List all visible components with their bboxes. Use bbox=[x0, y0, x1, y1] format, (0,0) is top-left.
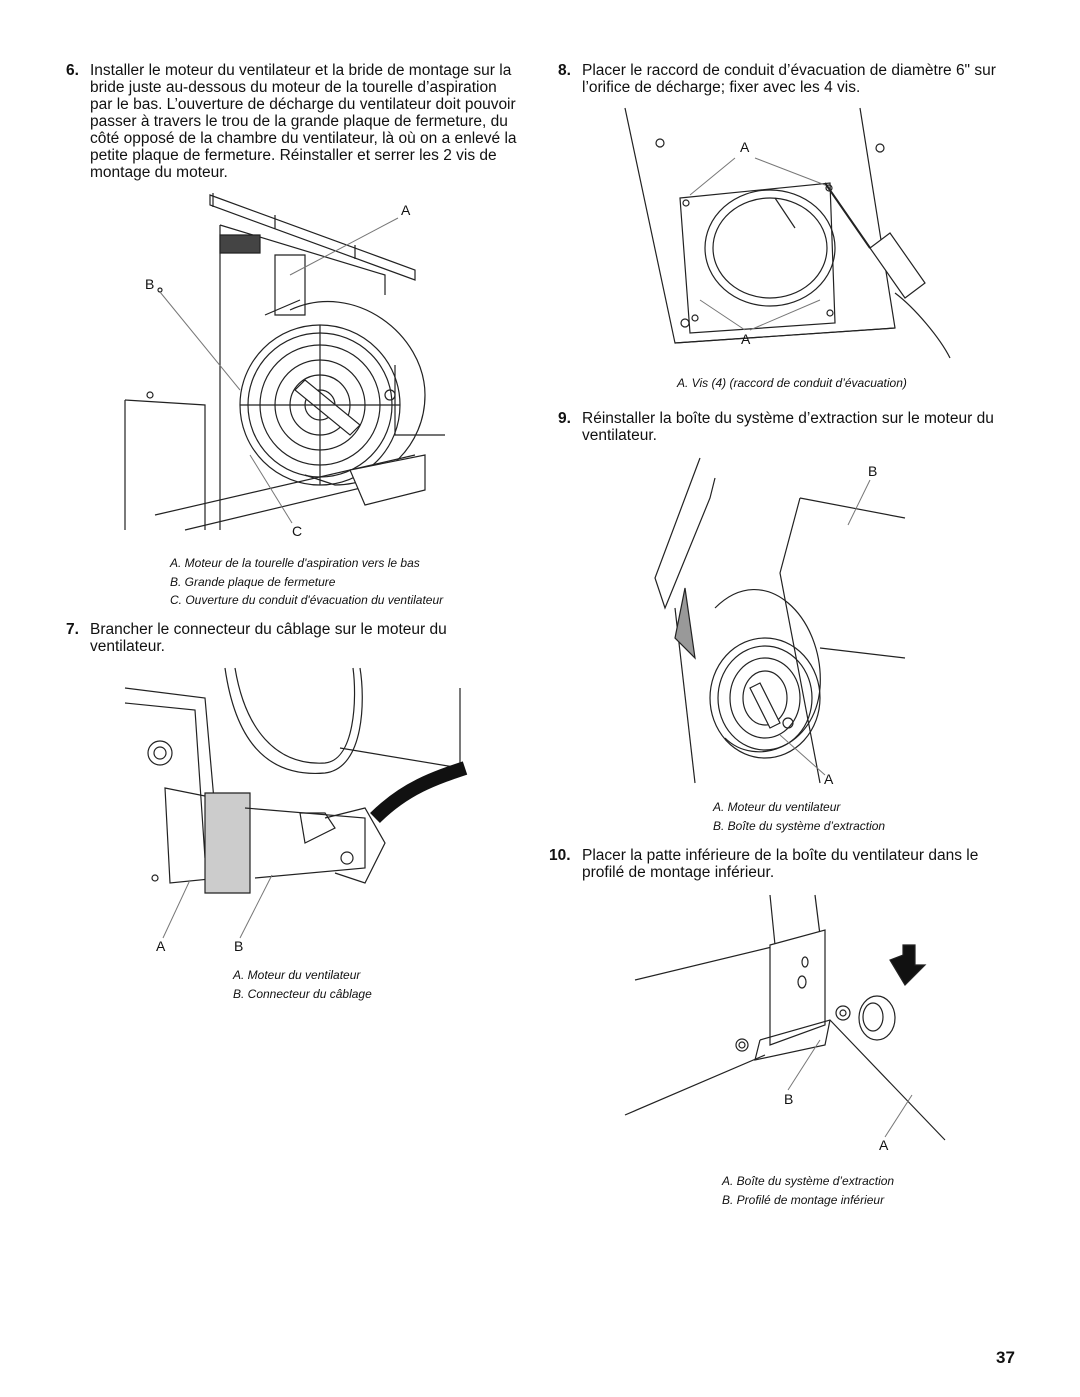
caption-line: A. Moteur du ventilateur bbox=[233, 968, 361, 982]
fig6-label-c: C bbox=[292, 523, 303, 539]
step-10: 10. Placer la patte inférieure de la boî… bbox=[549, 847, 1014, 881]
caption-line: C. Ouverture du conduit d'évacuation du … bbox=[170, 593, 444, 607]
step-number: 9. bbox=[558, 410, 571, 427]
duct-transition-screws-illustration bbox=[625, 108, 950, 368]
step-9: 9. Réinstaller la boîte du système d’ext… bbox=[558, 410, 1014, 444]
fig10-caption: A. Boîte du système d’extraction B. Prof… bbox=[722, 1172, 894, 1209]
fig9-caption: A. Moteur du ventilateur B. Boîte du sys… bbox=[713, 798, 885, 835]
step-number: 8. bbox=[558, 62, 571, 79]
caption-line: A. Vis (4) (raccord de conduit d’évacuat… bbox=[677, 376, 907, 390]
fig6-label-b: B bbox=[145, 276, 155, 292]
caption-line: B. Boîte du système d’extraction bbox=[713, 818, 886, 833]
fig8-label-a-bottom: A bbox=[741, 331, 751, 347]
step-text: Brancher le connecteur du câblage sur le… bbox=[90, 621, 447, 655]
exhaust-box-reinstall-illustration bbox=[655, 458, 910, 783]
caption-line: B. Profilé de montage inférieur bbox=[722, 1192, 885, 1207]
caption-line: B. Grande plaque de fermeture bbox=[170, 574, 336, 589]
step-text: Placer le raccord de conduit d’évacuatio… bbox=[582, 62, 996, 96]
fig7-label-b: B bbox=[234, 938, 244, 954]
fig7-caption: A. Moteur du ventilateur B. Connecteur d… bbox=[233, 966, 372, 1003]
bottom-mounting-channel-illustration bbox=[625, 895, 950, 1145]
step-8: 8. Placer le raccord de conduit d’évacua… bbox=[558, 62, 1014, 96]
step-number: 7. bbox=[66, 621, 79, 638]
caption-line: A. Moteur du ventilateur bbox=[713, 800, 841, 814]
caption-line: B. Connecteur du câblage bbox=[233, 986, 372, 1001]
fig10-label-b: B bbox=[784, 1091, 794, 1107]
step-7: 7. Brancher le connecteur du câblage sur… bbox=[66, 621, 506, 655]
step-text: Placer la patte inférieure de la boîte d… bbox=[582, 847, 979, 881]
fig8-label-a-top: A bbox=[740, 139, 750, 155]
fig10-label-a: A bbox=[879, 1137, 889, 1153]
step-text: Installer le moteur du ventilateur et la… bbox=[90, 62, 517, 181]
fig8-caption: A. Vis (4) (raccord de conduit d’évacuat… bbox=[677, 374, 907, 393]
fig9-label-b: B bbox=[868, 463, 878, 479]
fig6-caption: A. Moteur de la tourelle d'aspiration ve… bbox=[170, 554, 443, 610]
step-number: 10. bbox=[549, 847, 571, 864]
fig6-label-a: A bbox=[401, 202, 411, 218]
caption-line: A. Boîte du système d’extraction bbox=[722, 1174, 895, 1188]
page-number: 37 bbox=[996, 1348, 1015, 1367]
step-6: 6. Installer le moteur du ventilateur et… bbox=[66, 62, 522, 181]
fig7-label-a: A bbox=[156, 938, 166, 954]
wiring-connector-illustration bbox=[125, 668, 465, 938]
step-text: Réinstaller la boîte du système d’extrac… bbox=[582, 410, 994, 444]
fig9-label-a: A bbox=[824, 771, 834, 787]
caption-line: A. Moteur de la tourelle d'aspiration ve… bbox=[170, 556, 420, 570]
step-number: 6. bbox=[66, 62, 79, 79]
